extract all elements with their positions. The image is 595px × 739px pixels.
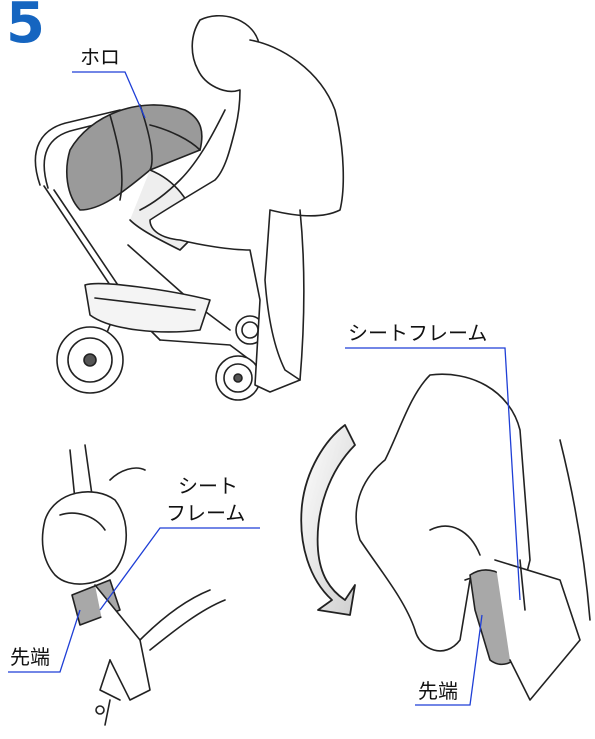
label-hood: ホロ bbox=[80, 45, 120, 69]
stroller-illustration bbox=[34, 15, 345, 401]
label-tip-right: 先端 bbox=[418, 679, 458, 703]
leader-seat-frame-right bbox=[345, 347, 521, 601]
leader-tip-right bbox=[415, 614, 483, 706]
leader-lines bbox=[8, 71, 521, 706]
label-seat-frame-left-line2: フレーム bbox=[166, 501, 246, 525]
label-seat-frame-right: シートフレーム bbox=[348, 321, 488, 345]
rotate-arrow-icon bbox=[300, 424, 356, 616]
label-seat-frame-left-line1: シート bbox=[178, 474, 238, 498]
left-detail-illustration bbox=[41, 444, 226, 726]
label-tip-left: 先端 bbox=[10, 645, 50, 669]
right-detail-illustration bbox=[355, 373, 591, 701]
step-number: 5 bbox=[6, 0, 45, 56]
leader-hood bbox=[72, 71, 146, 119]
leader-seat-frame-left bbox=[99, 527, 260, 611]
leader-tip-left bbox=[8, 609, 81, 673]
